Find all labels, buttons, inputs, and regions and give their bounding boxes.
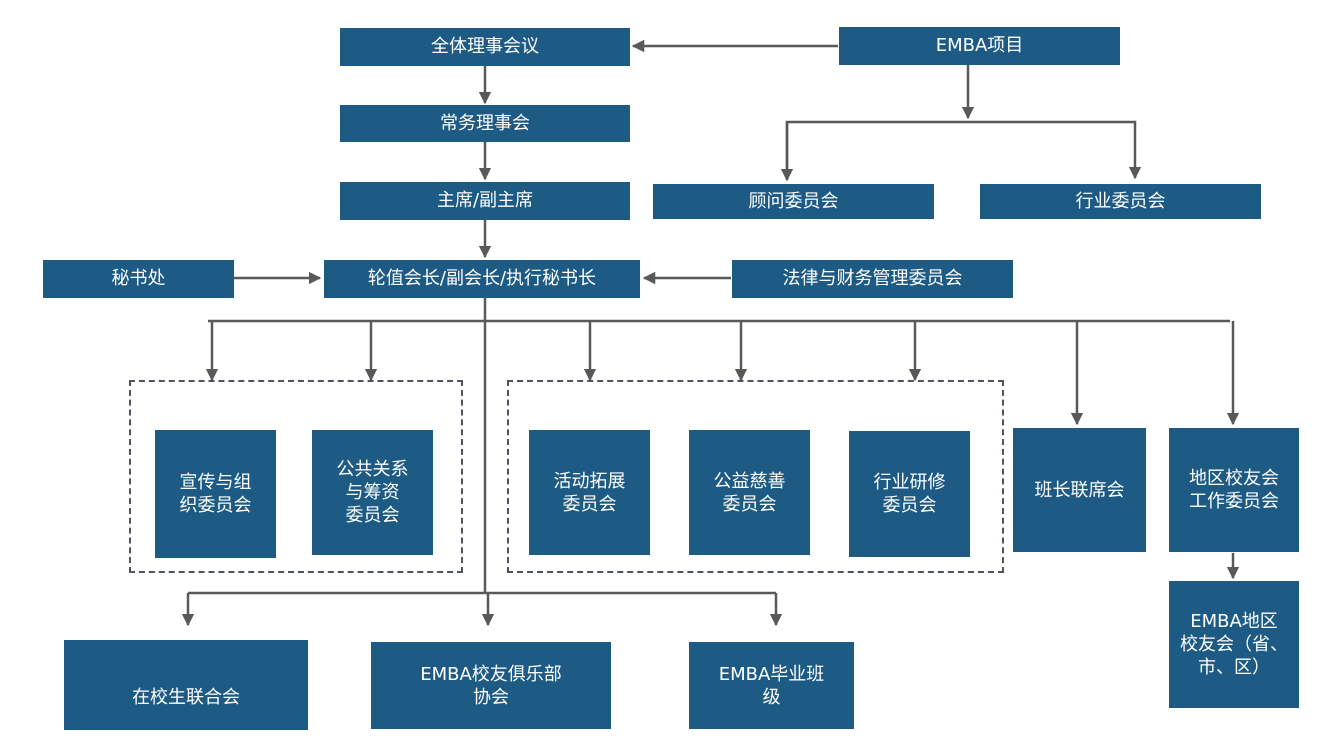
node-regional-work: 地区校友会工作委员会 — [1169, 428, 1299, 552]
node-students: 在校生联合会 — [64, 640, 308, 730]
node-industry-research: 行业研修委员会 — [849, 431, 970, 557]
node-standing: 常务理事会 — [340, 105, 630, 142]
group-box-middle — [507, 380, 1004, 573]
node-charity: 公益慈善委员会 — [689, 430, 810, 555]
node-secretariat: 秘书处 — [43, 260, 234, 298]
node-regional-emba: EMBA地区校友会（省、市、区） — [1169, 581, 1299, 708]
node-activities: 活动拓展委员会 — [529, 430, 650, 555]
node-board: 全体理事会议 — [340, 28, 630, 66]
node-legal-finance: 法律与财务管理委员会 — [732, 260, 1013, 298]
node-advisory: 顾问委员会 — [653, 184, 934, 219]
node-chairs: 主席/副主席 — [340, 182, 630, 220]
group-box-left — [129, 380, 463, 573]
node-industry: 行业委员会 — [980, 184, 1261, 219]
node-club: EMBA校友俱乐部协会 — [371, 642, 611, 729]
node-class-monitors: 班长联席会 — [1013, 428, 1146, 552]
node-graduates: EMBA毕业班级 — [689, 642, 854, 729]
node-rotating: 轮值会长/副会长/执行秘书长 — [324, 260, 640, 298]
line-emba-branch — [785, 120, 1142, 180]
node-emba-project: EMBA项目 — [839, 27, 1120, 65]
node-public-relations: 公共关系与筹资委员会 — [312, 430, 433, 555]
node-publicity: 宣传与组织委员会 — [155, 430, 276, 558]
